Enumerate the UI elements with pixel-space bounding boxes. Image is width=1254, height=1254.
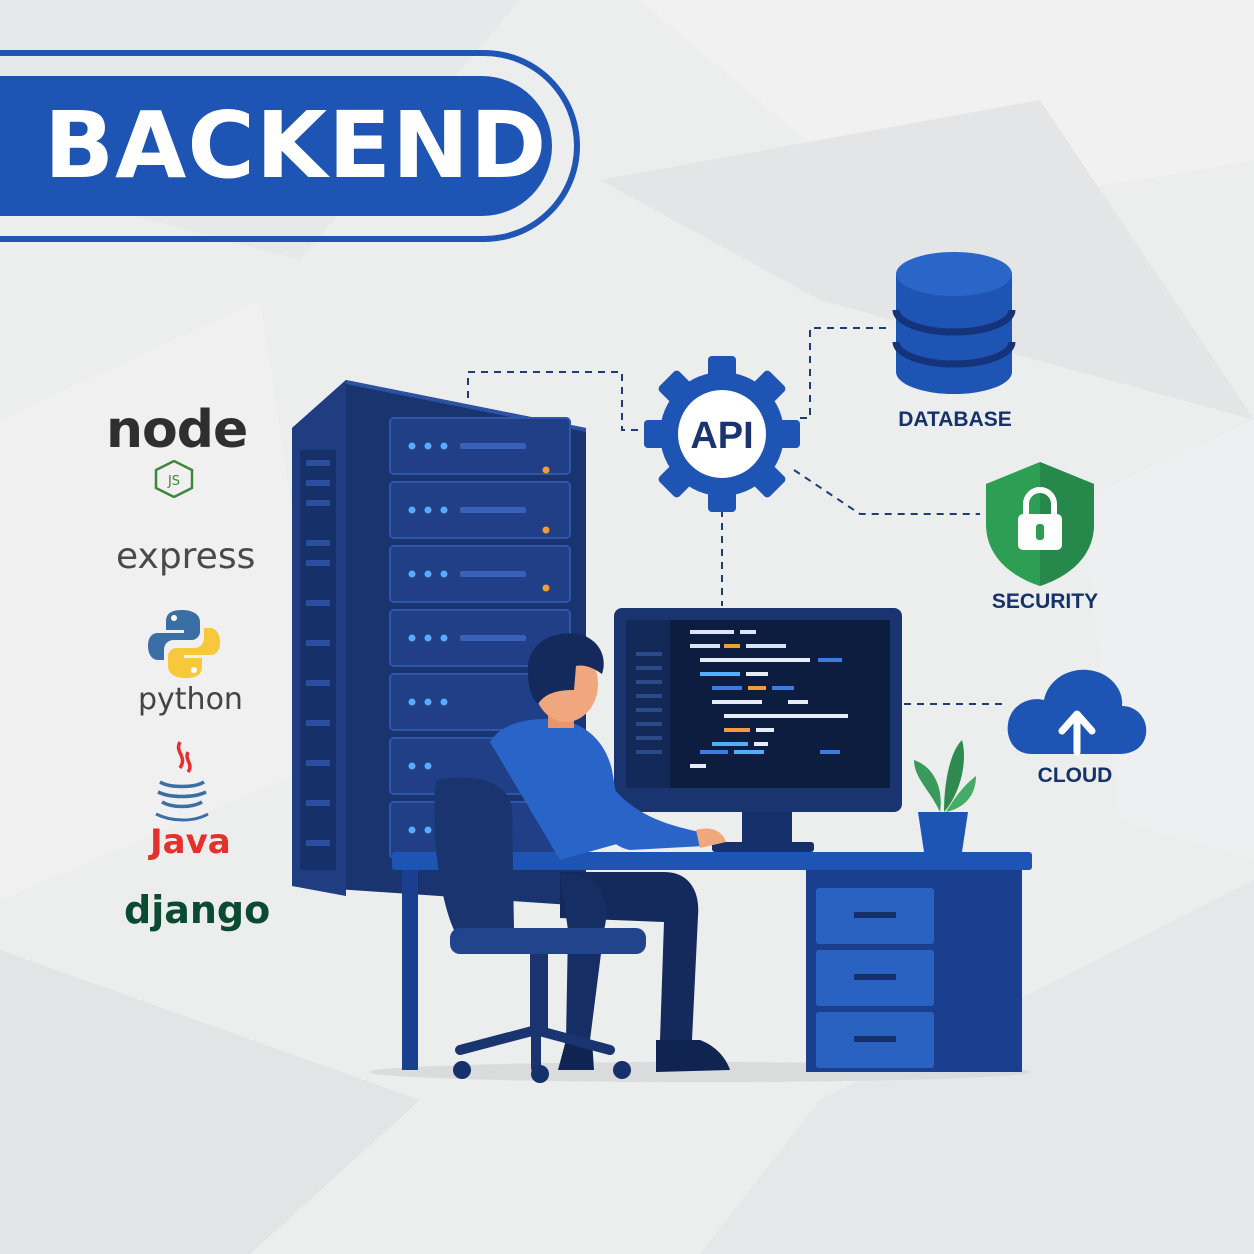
nodejs-logo: node [106, 404, 248, 456]
api-label: API [690, 415, 753, 457]
nodejs-label: node [106, 400, 248, 460]
office-chair [434, 777, 646, 1083]
potted-plant [914, 740, 976, 852]
nodejs-hexagon-icon: JS [154, 460, 194, 498]
api-gear-icon [644, 356, 800, 512]
database-label: DATABASE [898, 408, 1012, 431]
title-banner-outline [0, 50, 580, 242]
monitor [614, 608, 902, 852]
python-icon [148, 610, 220, 678]
developer [490, 633, 730, 1072]
code-lines [690, 630, 848, 768]
django-logo: django [124, 888, 271, 932]
page-title: BACKEND [44, 92, 548, 199]
java-cup-icon [155, 741, 209, 822]
nodejs-badge-text: JS [167, 474, 180, 489]
java-logo: Java [150, 822, 231, 862]
server-status-lights [542, 466, 550, 592]
server-leds [408, 442, 448, 834]
security-shield-icon [986, 462, 1094, 586]
cloud-label: CLOUD [1038, 764, 1113, 787]
security-label: SECURITY [992, 590, 1098, 613]
express-logo: express [116, 536, 256, 577]
database-icon [892, 252, 1016, 394]
title-banner: BACKEND [0, 76, 552, 216]
cloud-upload-icon [1007, 669, 1147, 756]
desk [392, 852, 1032, 1072]
connector-lines [467, 327, 1006, 705]
python-logo: python [138, 682, 243, 717]
